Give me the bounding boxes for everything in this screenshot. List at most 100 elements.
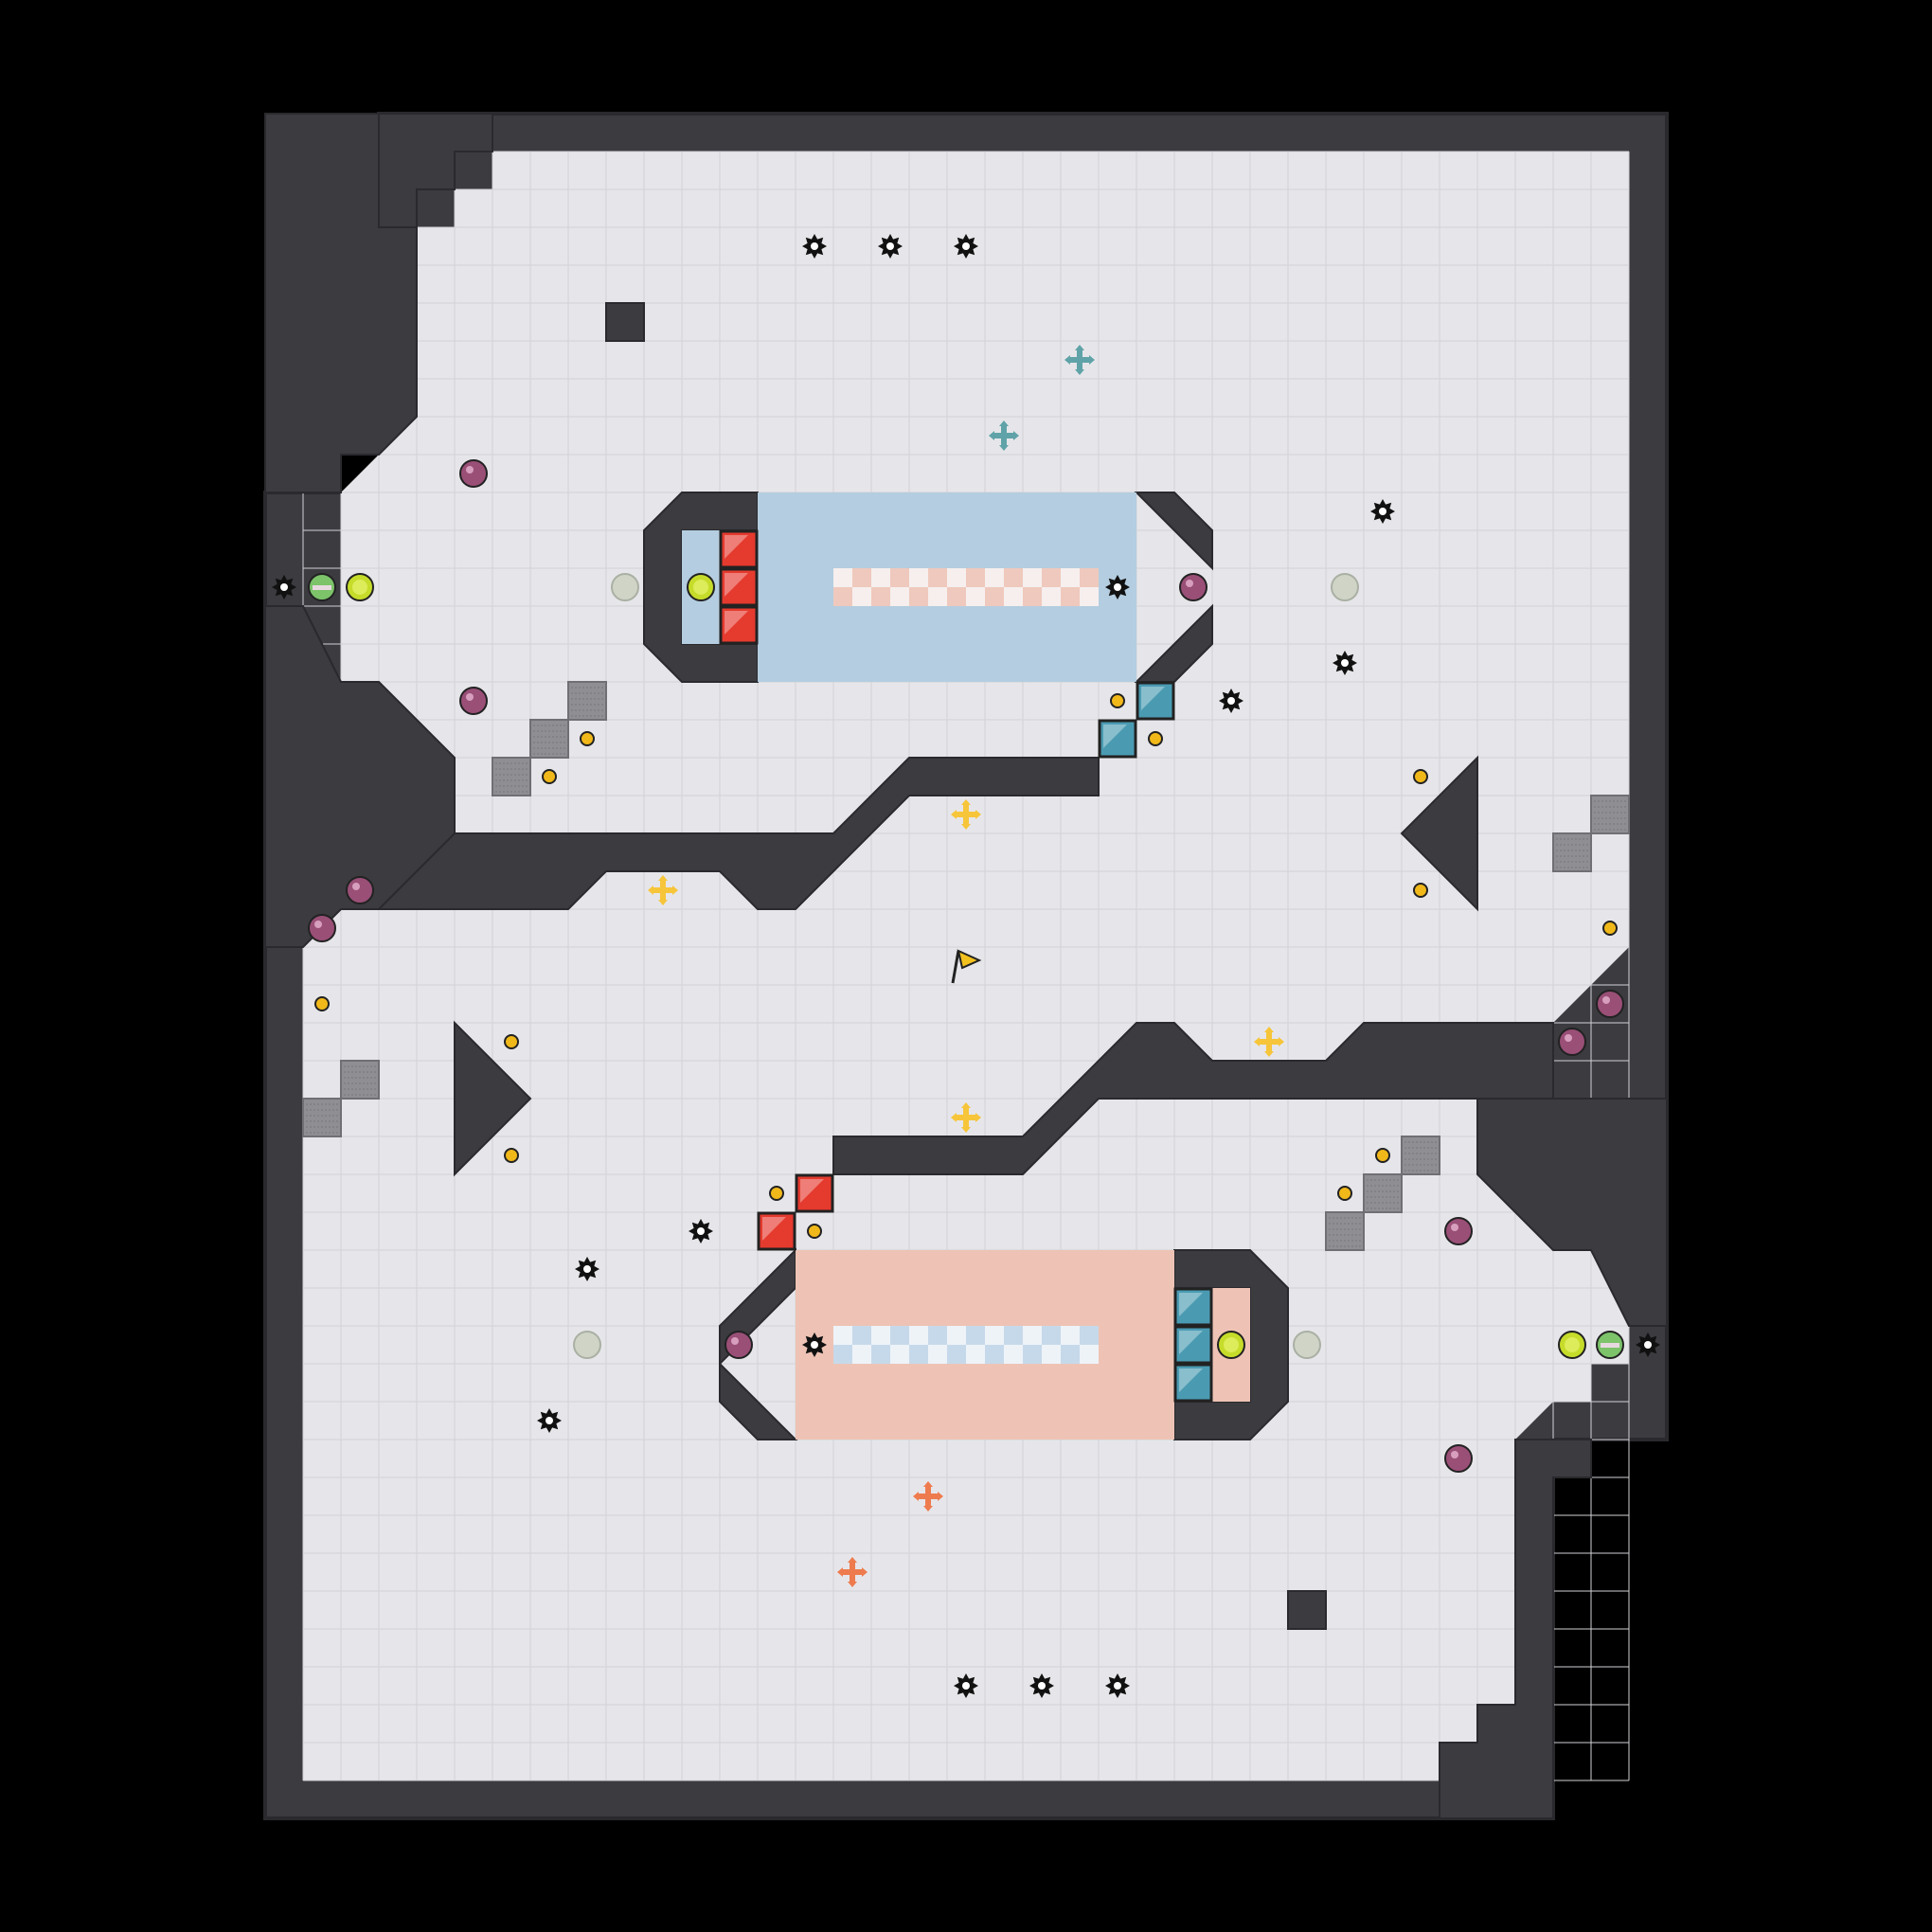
wall-segment	[605, 302, 645, 342]
vent-frame	[567, 681, 607, 721]
checker-tile	[1004, 1326, 1023, 1345]
potion-body	[1596, 990, 1624, 1018]
checker-tile	[852, 568, 871, 587]
checker-tile	[890, 587, 909, 606]
checker-tile	[928, 587, 947, 606]
cross-arrows-icon	[1064, 345, 1095, 375]
checker-tile	[871, 1326, 890, 1345]
spike-center	[1341, 659, 1349, 667]
potion-body	[459, 687, 488, 715]
checker-tile	[1061, 587, 1080, 606]
cross-arrows-icon	[951, 1102, 981, 1133]
red-block-icon	[719, 567, 759, 607]
spike-mine-icon	[878, 234, 903, 259]
potion-icon	[1444, 1444, 1473, 1473]
block-shine	[800, 1179, 824, 1203]
cross-arrows-icon	[951, 799, 981, 830]
checker-tile	[1080, 568, 1099, 587]
vent-frame	[1363, 1173, 1403, 1213]
coin-icon	[1148, 731, 1163, 746]
potion-icon	[1179, 573, 1208, 601]
arrow-up	[999, 420, 1009, 426]
wall-segment	[264, 113, 418, 493]
checker-tile	[1004, 568, 1023, 587]
cross-horizontal	[1068, 357, 1091, 363]
vent-frame	[529, 719, 569, 759]
block-body	[1173, 1363, 1213, 1403]
grey-orb-icon	[611, 573, 639, 601]
spike-center	[1227, 697, 1235, 705]
potion-shine	[1451, 1224, 1458, 1231]
checker-tile	[1080, 1345, 1099, 1364]
arrow-right	[1279, 1037, 1284, 1046]
block-body	[719, 529, 759, 569]
lime-orb-icon	[687, 573, 715, 601]
spike-mine-icon	[1333, 651, 1357, 675]
checker-tile	[985, 568, 1004, 587]
striped-orb-icon	[308, 573, 336, 601]
vent-frame	[1590, 795, 1630, 834]
wall-segment	[1134, 492, 1213, 571]
lime-orb-icon	[1558, 1331, 1586, 1359]
cross-horizontal	[1258, 1039, 1280, 1045]
arrow-up	[1264, 1027, 1274, 1032]
orb-core	[352, 580, 367, 595]
arrow-up	[1075, 345, 1084, 350]
checker-tile	[1023, 1326, 1042, 1345]
checker-tile	[852, 1326, 871, 1345]
coin-icon	[504, 1034, 519, 1049]
checker-tile	[1042, 1326, 1061, 1345]
cross-horizontal	[841, 1569, 864, 1575]
vent-grate-icon	[302, 1098, 342, 1137]
cross-horizontal	[917, 1494, 939, 1499]
arrow-down	[1264, 1051, 1274, 1057]
arrow-left	[837, 1567, 843, 1577]
cross-horizontal	[955, 1115, 977, 1120]
block-shine	[1141, 687, 1165, 710]
checker-tile	[852, 1345, 871, 1364]
potion-body	[1444, 1444, 1473, 1473]
arrow-left	[1254, 1037, 1260, 1046]
arrow-down	[961, 1127, 971, 1133]
checker-tile	[871, 587, 890, 606]
potion-body	[308, 914, 336, 942]
potion-body	[1179, 573, 1208, 601]
wall-segment	[832, 1022, 1554, 1175]
potion-shine	[1565, 1034, 1572, 1042]
teal-block-icon	[1136, 681, 1175, 721]
block-body	[795, 1173, 834, 1213]
wall-segment	[1400, 755, 1478, 912]
spike-mine-icon	[1219, 689, 1243, 713]
potion-shine	[466, 693, 474, 701]
checker-tile	[947, 587, 966, 606]
block-body	[1173, 1325, 1213, 1365]
block-body	[1136, 681, 1175, 721]
checker-tile	[1042, 1345, 1061, 1364]
checker-tile	[1023, 1345, 1042, 1364]
potion-body	[724, 1331, 753, 1359]
red-block-icon	[757, 1211, 796, 1251]
spike-mine-icon	[954, 234, 978, 259]
arrow-up	[658, 875, 668, 881]
spike-center	[280, 583, 288, 591]
yellow-flag-icon[interactable]	[951, 949, 982, 984]
arrow-left	[989, 431, 994, 440]
orb-core	[1565, 1337, 1580, 1352]
orb-core	[693, 580, 708, 595]
arrow-right	[672, 886, 678, 895]
checker-tile	[928, 568, 947, 587]
arrow-up	[961, 799, 971, 805]
block-body	[719, 605, 759, 645]
checker-tile	[1061, 1345, 1080, 1364]
block-shine	[724, 573, 748, 597]
spike-mine-icon	[1370, 499, 1395, 524]
orb-stripe	[1601, 1343, 1619, 1348]
spike-mine-icon	[802, 234, 827, 259]
cross-arrows-icon	[1254, 1027, 1284, 1057]
cross-arrows-icon	[989, 420, 1019, 451]
arrow-right	[1013, 431, 1019, 440]
arrow-left	[1064, 355, 1070, 365]
arrow-right	[1089, 355, 1095, 365]
coin-icon	[1413, 883, 1428, 898]
potion-body	[459, 459, 488, 488]
